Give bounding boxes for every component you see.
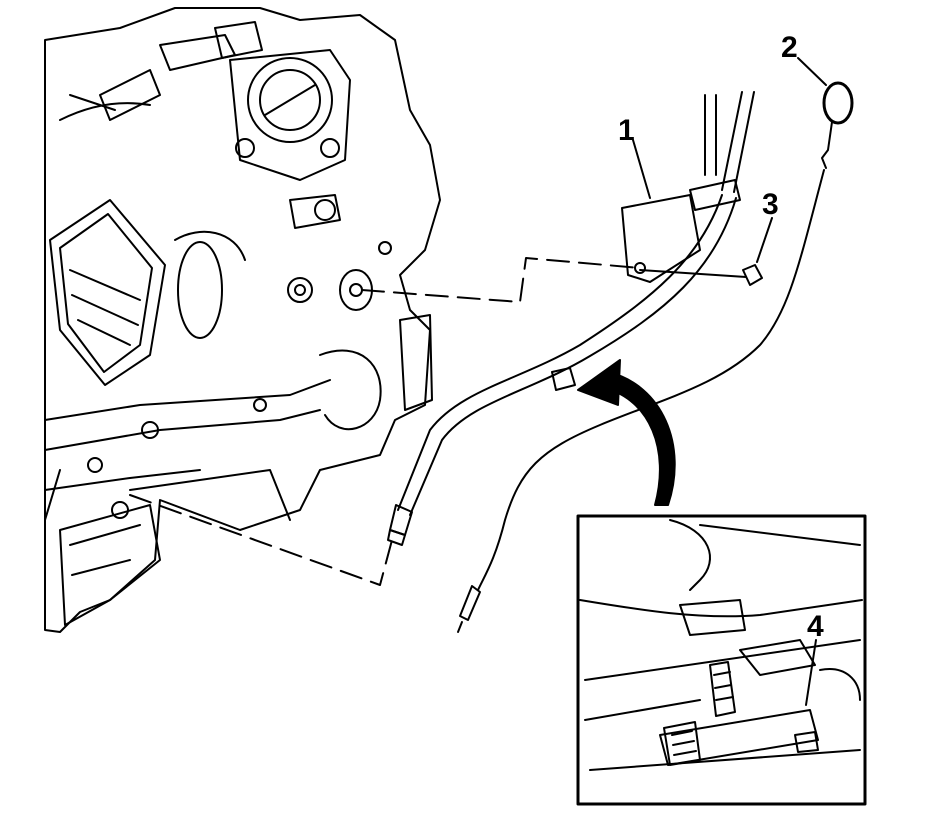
- engine-block: [44, 7, 441, 633]
- callout-3: 3: [762, 188, 779, 221]
- callout-4: 4: [807, 610, 824, 643]
- bolt: [639, 264, 763, 286]
- leader-lines: [129, 257, 641, 586]
- oil-pan: [59, 501, 161, 626]
- dipstick-guide-tube: [387, 91, 755, 546]
- detail-inset: [576, 514, 867, 806]
- callout-2: 2: [781, 31, 798, 64]
- dipstick: [457, 81, 854, 633]
- callout-1: 1: [618, 114, 635, 147]
- callout-leaders: [632, 57, 827, 706]
- intake-port: [49, 199, 166, 386]
- throttle-body: [229, 49, 351, 181]
- direction-arrow: [577, 359, 676, 506]
- retaining-clip: [659, 661, 819, 766]
